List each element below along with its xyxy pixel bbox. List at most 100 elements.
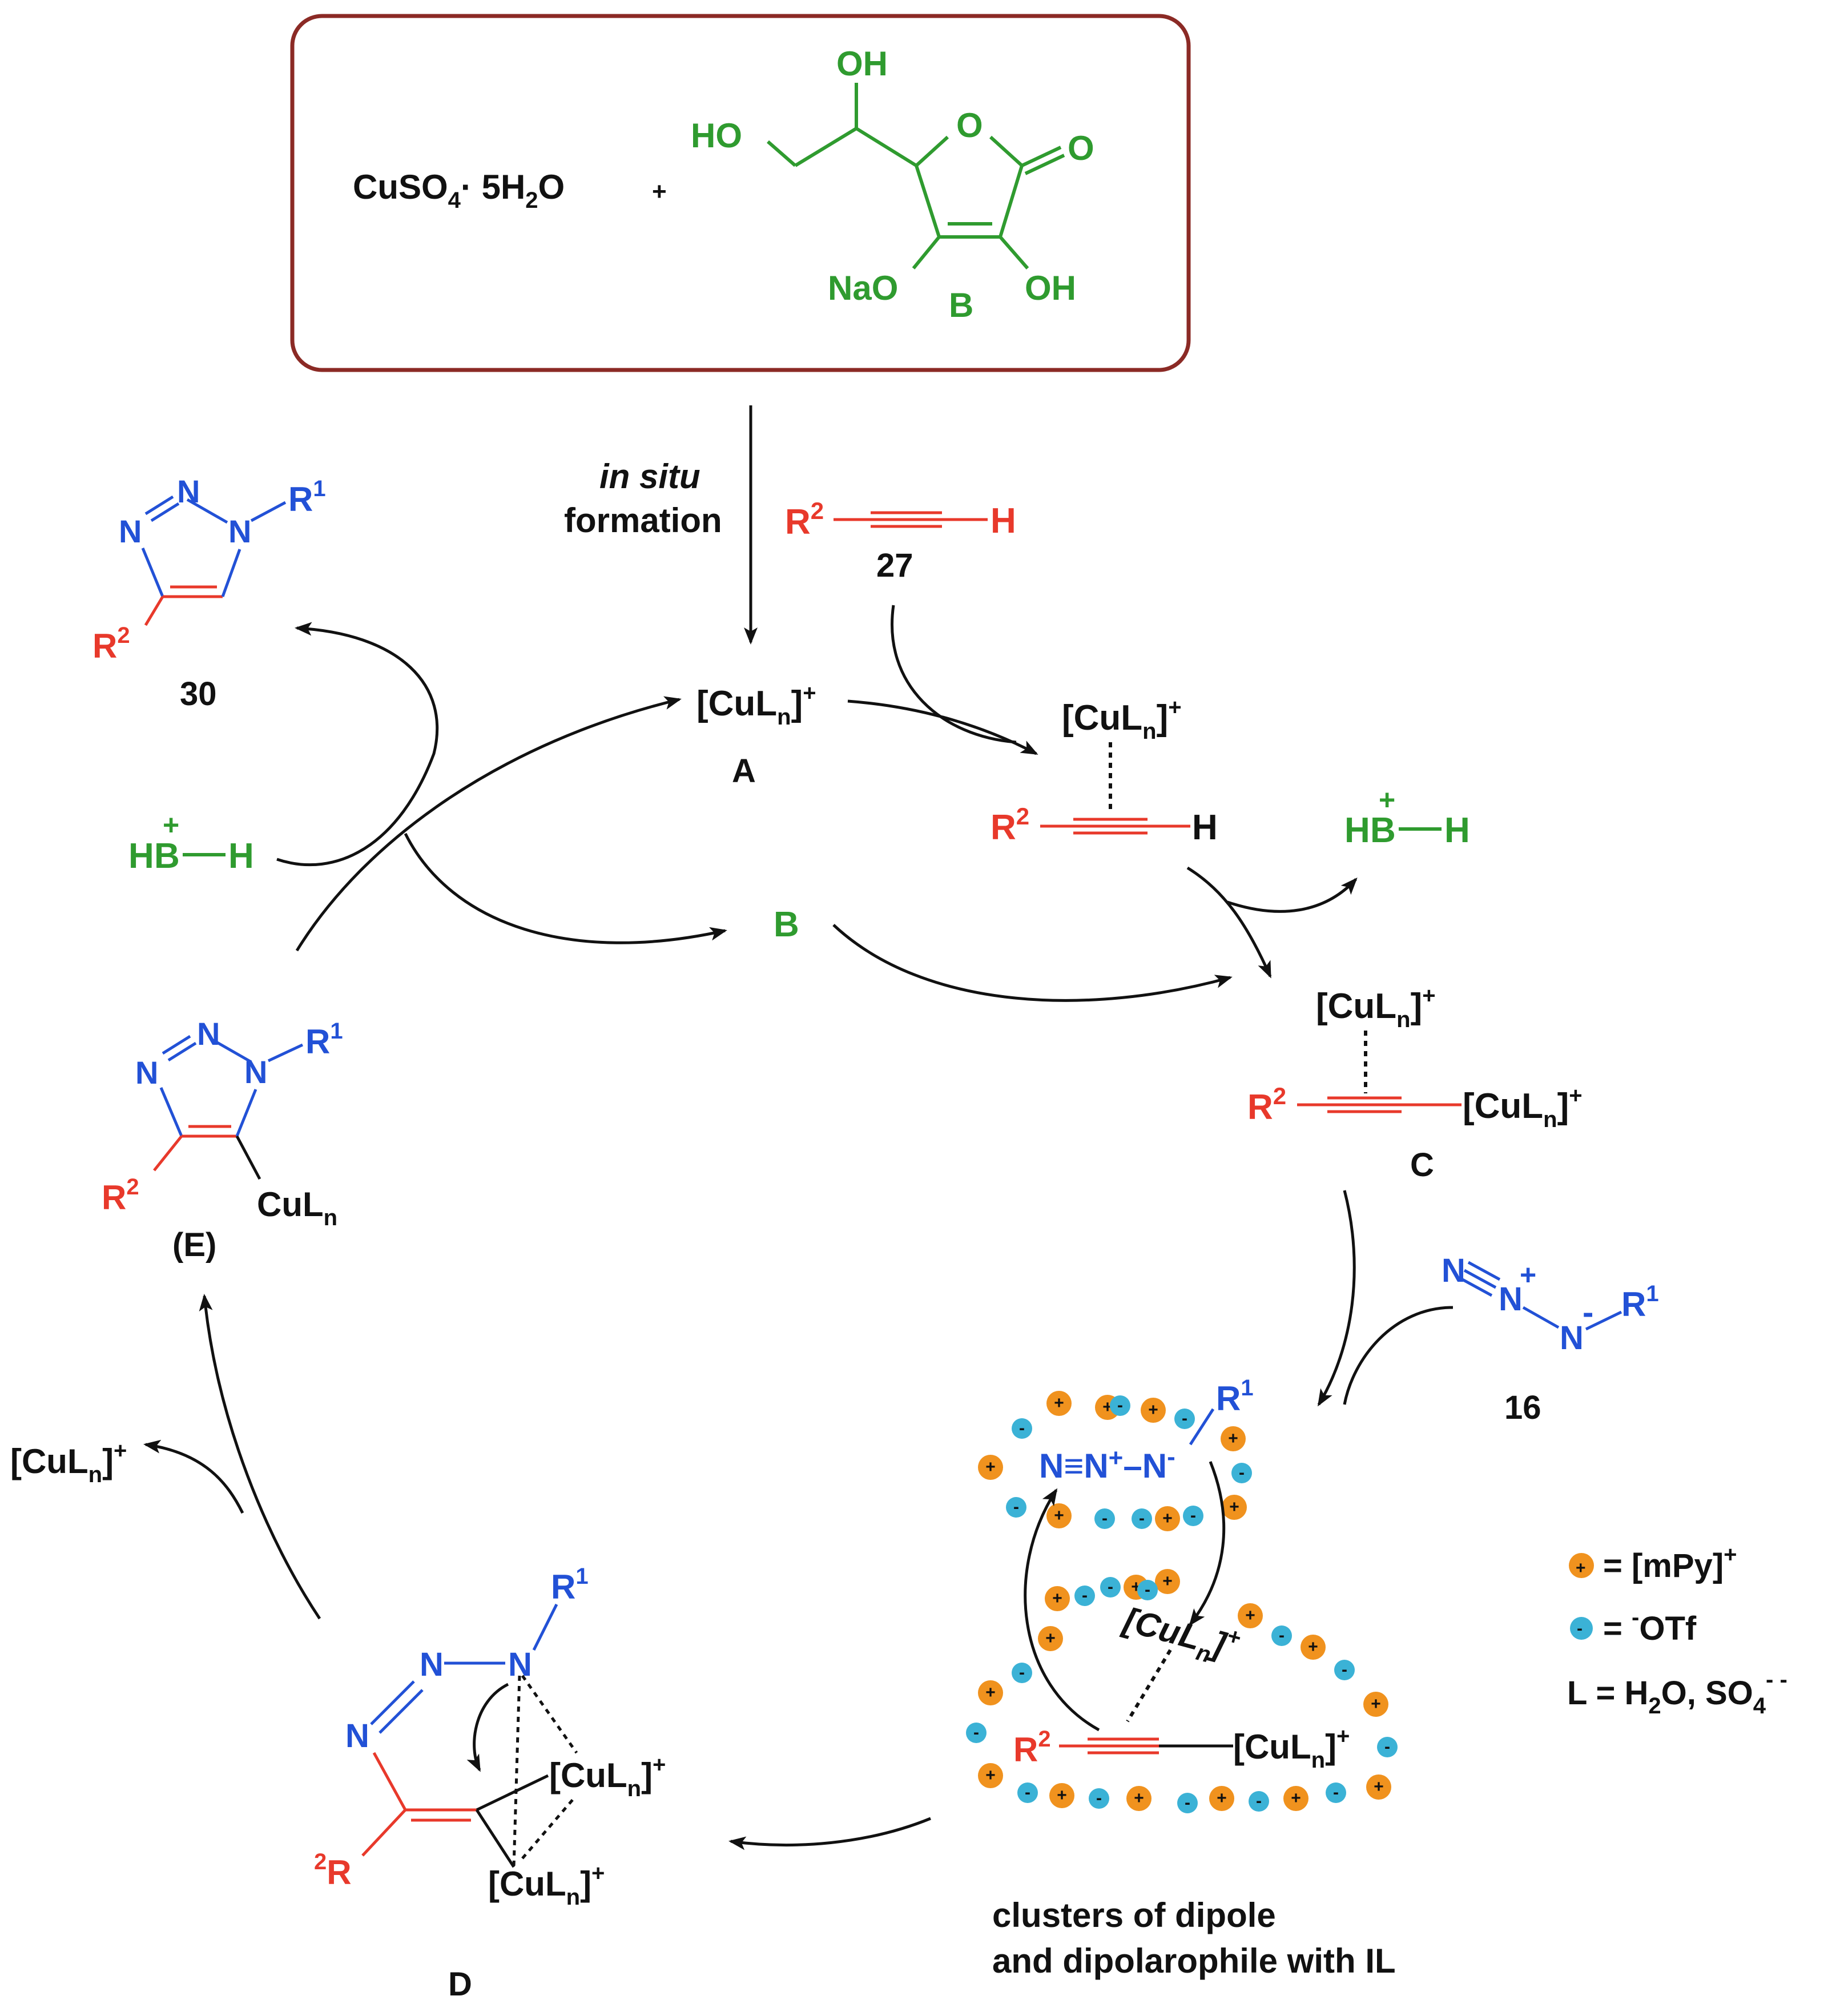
species-e-r2: R2 (102, 1174, 139, 1217)
azide-entry-arrow (1343, 1306, 1454, 1405)
cluster-r1: R1 (1216, 1375, 1254, 1418)
e-to-a-arrow (295, 696, 682, 952)
legend-ligand-text: L = H2O, SO4- - (1567, 1667, 1787, 1719)
species-c-r2: R2 (1247, 1083, 1286, 1127)
cation-sign: + (1229, 1498, 1239, 1516)
otf-anion (1249, 1791, 1269, 1812)
otf-anion (1137, 1580, 1158, 1600)
anion-sign: - (1182, 1409, 1187, 1428)
mpy-cation (978, 1763, 1003, 1788)
svg-text:+: + (1520, 1259, 1536, 1291)
mpy-cation (1141, 1398, 1166, 1423)
otf-anion (1074, 1586, 1095, 1606)
formation-label: formation (564, 501, 722, 540)
svg-text:+: + (1576, 1559, 1586, 1578)
otf-anion (1334, 1660, 1355, 1680)
product-30: N N N R1 R2 30 (92, 473, 326, 713)
cluster-r2: R2 (1013, 1727, 1051, 1769)
species-c-cu-right: [CuLn]+ (1463, 1083, 1583, 1132)
otf-anion (1326, 1782, 1346, 1803)
ascorbate-label-b: B (949, 286, 973, 324)
species-c: [CuLn]+ R2 [CuLn]+ C (1247, 983, 1583, 1184)
svg-text:H: H (228, 836, 254, 876)
mpy-cation (1046, 1503, 1072, 1528)
mpy-cation (1366, 1774, 1391, 1800)
mpy-cation (1222, 1495, 1247, 1520)
cluster-cu-right: [CuLn]+ (1233, 1724, 1350, 1773)
otf-anion (966, 1723, 987, 1743)
otf-anion (1177, 1793, 1198, 1813)
cluster-down-arrow (1189, 1461, 1226, 1627)
cation-sign: + (1374, 1777, 1384, 1796)
pi-to-c-arrow (1186, 866, 1272, 979)
anion-sign: - (1256, 1792, 1262, 1810)
alkyne-label-27: 27 (876, 547, 913, 584)
reagent-box: CuSO4· 5H2O + OH HO O O NaO OH B (290, 14, 1191, 372)
species-d-cu-lower: [CuLn]+ (488, 1861, 605, 1910)
anion-sign: - (1145, 1580, 1150, 1599)
anion-sign: - (1102, 1509, 1108, 1528)
species-c-cu-top: [CuLn]+ (1316, 983, 1436, 1032)
cation-sign: + (1054, 1506, 1064, 1525)
cation-sign: + (1217, 1789, 1227, 1808)
species-d-r1: R1 (551, 1564, 589, 1606)
svg-text:N: N (420, 1646, 444, 1683)
d-to-e-arrow (199, 1294, 321, 1620)
anion-sign: - (1013, 1498, 1019, 1516)
cation-sign: + (1291, 1789, 1301, 1808)
cation-sign: + (1245, 1606, 1255, 1625)
cation-sign: + (1371, 1695, 1381, 1713)
cation-sign: + (1228, 1429, 1238, 1448)
svg-text:-: - (1583, 1294, 1593, 1331)
anion-sign: - (1019, 1419, 1025, 1438)
cation-sign: + (1102, 1398, 1113, 1417)
svg-text:N: N (177, 473, 200, 509)
sodium-ascorbate-structure (767, 83, 1065, 269)
cation-sign: + (1308, 1637, 1318, 1656)
species-e-label: (E) (172, 1226, 216, 1263)
anion-sign: - (1096, 1789, 1102, 1808)
svg-text:N: N (197, 1016, 220, 1052)
otf-anion (1006, 1497, 1026, 1518)
mpy-cation (1046, 1391, 1072, 1416)
alkyne-r2: R2 (785, 497, 824, 542)
alkyne-27: R2 H 27 (785, 497, 1016, 584)
cation-sign: + (1162, 1572, 1173, 1591)
hb-to-b-arrow (276, 622, 439, 867)
species-e-r1: R1 (305, 1019, 343, 1061)
otf-anion (1100, 1577, 1121, 1597)
ascorbate-nao: NaO (828, 269, 898, 307)
ascorbate-oh-top: OH (836, 45, 888, 83)
anion-sign: - (1239, 1463, 1245, 1482)
anion-sign: - (1019, 1663, 1025, 1682)
legend-cation-marker (1569, 1553, 1594, 1578)
otf-anion (1183, 1506, 1203, 1526)
alkyne-entry-arrow (891, 605, 1017, 744)
mpy-cation (978, 1455, 1003, 1480)
mpy-cation (1283, 1786, 1309, 1811)
anion-sign: - (1117, 1396, 1123, 1415)
svg-text:N: N (345, 1717, 369, 1755)
svg-text:+: + (163, 809, 179, 841)
otf-anion (1231, 1463, 1252, 1483)
product-30-r1: R1 (288, 476, 326, 518)
svg-text:N: N (1499, 1281, 1523, 1318)
otf-anion (1110, 1395, 1130, 1416)
species-e-cu: CuLn (257, 1185, 337, 1230)
b-to-c-arrow (832, 924, 1233, 1002)
cluster-up-arrow (1024, 1488, 1100, 1732)
svg-text:N: N (135, 1055, 158, 1091)
cluster-caption-line1: clusters of dipole (992, 1896, 1276, 1934)
otf-anion (1094, 1508, 1115, 1529)
otf-anion (1012, 1663, 1032, 1683)
otf-anion (1012, 1418, 1032, 1439)
species-b-mid: B (774, 905, 799, 944)
hb-plus-h-right: H B + H (1344, 784, 1470, 850)
cation-sign: + (1054, 1394, 1064, 1413)
cluster-caption-line2: and dipolarophile with IL (992, 1942, 1396, 1980)
hb-release-arrow (1227, 878, 1358, 913)
cluster-n-chain: N≡N+–N- (1039, 1443, 1175, 1485)
cation-sign: + (1148, 1401, 1158, 1419)
svg-text:N: N (228, 513, 251, 549)
otf-anion (1089, 1788, 1109, 1809)
